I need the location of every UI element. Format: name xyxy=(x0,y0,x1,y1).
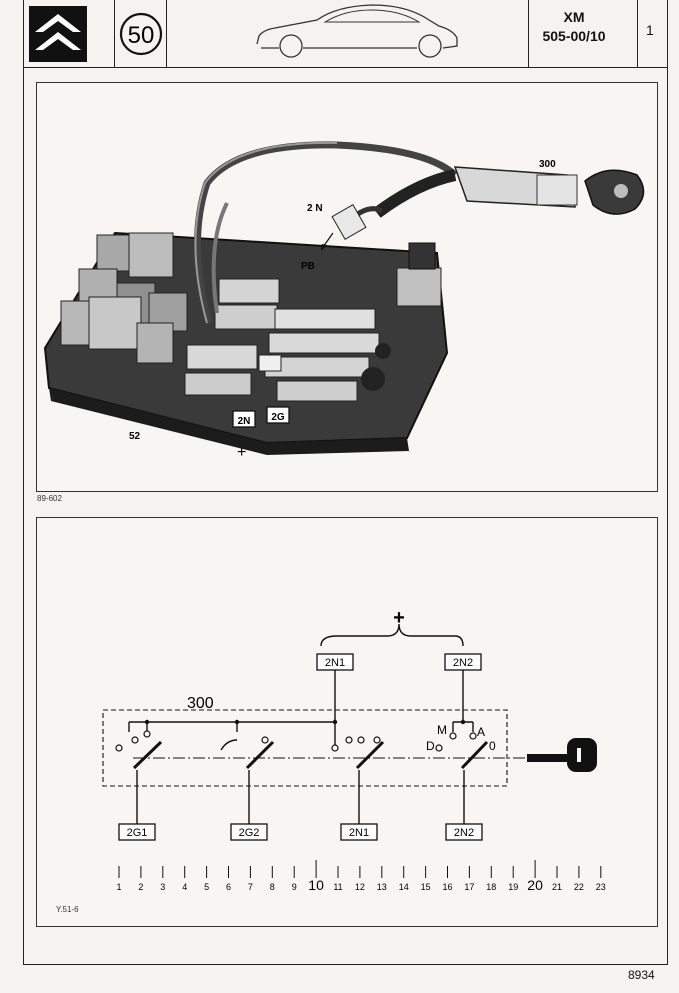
scale-label: 9 xyxy=(292,882,297,892)
position-d: D xyxy=(426,739,435,753)
fuse-box-photo: 2N 2G 300 2 N PB 52 + xyxy=(43,141,645,461)
section-cell: 50 xyxy=(115,0,167,68)
box-label: 52 xyxy=(129,431,141,442)
svg-text:2G1: 2G1 xyxy=(127,827,148,839)
position-0: 0 xyxy=(489,739,496,753)
connector-2n2-bottom: 2N2 xyxy=(445,823,483,841)
diagram-figure-ref: Y.51-6 xyxy=(56,905,79,914)
svg-text:2N1: 2N1 xyxy=(349,827,369,839)
ignition-key-icon xyxy=(527,738,597,772)
header: 50 XM 505-00/10 1 xyxy=(23,0,668,68)
scale-label: 14 xyxy=(399,882,409,892)
connector-2g2: 2G2 xyxy=(230,823,268,841)
car-cell xyxy=(167,0,529,68)
scale-label: 21 xyxy=(552,882,562,892)
model-cell xyxy=(529,0,638,68)
scale-label: 5 xyxy=(204,882,209,892)
scale-label: 2 xyxy=(138,882,143,892)
scale-label: 4 xyxy=(182,882,187,892)
scale-label: 17 xyxy=(464,882,474,892)
connector-2n1-top: 2N1 xyxy=(316,653,354,671)
scale-label: 8 xyxy=(270,882,275,892)
car-silhouette-icon xyxy=(256,4,458,58)
position-m: M xyxy=(437,723,447,737)
svg-text:2N2: 2N2 xyxy=(454,827,474,839)
wiring-diagram: + 300 M A D 0 2N1 2N2 2G1 2G2 2N1 2N2 xyxy=(102,607,606,893)
photo-panel: 2N 2G 300 2 N PB 52 + xyxy=(36,82,658,492)
tag-2g: 2G xyxy=(271,412,285,423)
scale-label: 22 xyxy=(574,882,584,892)
scale-label: 11 xyxy=(333,882,342,892)
page-frame xyxy=(23,0,668,965)
scale-label: 3 xyxy=(160,882,165,892)
document-reference: 505-00/10 xyxy=(542,28,606,44)
position-a: A xyxy=(477,725,485,739)
scale-label: 1 xyxy=(116,882,121,892)
pb-label: PB xyxy=(301,261,315,272)
scale-label: 6 xyxy=(226,882,231,892)
scale-label: 20 xyxy=(527,877,543,893)
scale-label: 16 xyxy=(442,882,452,892)
switch-label: 300 xyxy=(187,695,214,712)
svg-text:2G2: 2G2 xyxy=(239,827,260,839)
scale-label: 10 xyxy=(308,877,324,893)
connector-2n2-top: 2N2 xyxy=(444,653,482,671)
brand-cell xyxy=(23,0,115,68)
scale-label: 12 xyxy=(355,882,365,892)
scale-label: 15 xyxy=(421,882,431,892)
svg-text:2N1: 2N1 xyxy=(325,657,345,669)
photo-figure-ref: 89-602 xyxy=(37,494,62,503)
scale-label: 18 xyxy=(486,882,496,892)
scale-label: 19 xyxy=(508,882,518,892)
connector-2g1: 2G1 xyxy=(118,823,156,841)
supply-plus: + xyxy=(393,607,405,629)
citroen-logo xyxy=(29,6,87,62)
switch-label: 300 xyxy=(539,159,556,170)
svg-text:2N2: 2N2 xyxy=(453,657,473,669)
scale-label: 23 xyxy=(596,882,606,892)
wiring-diagram-panel: + 300 M A D 0 2N1 2N2 2G1 2G2 2N1 2N2 xyxy=(36,517,658,927)
model-reference: XM 505-00/10 xyxy=(509,8,639,46)
connector-2n1-bottom: 2N1 xyxy=(340,823,378,841)
section-number: 50 xyxy=(128,22,155,49)
model-name: XM xyxy=(563,9,585,25)
connector-label: 2 N xyxy=(307,203,323,214)
section-number-badge: 50 xyxy=(119,12,163,56)
sheet-number: 1 xyxy=(646,22,654,38)
scale-label: 13 xyxy=(377,882,387,892)
page-reference: 8934 xyxy=(628,968,655,982)
scale-label: 7 xyxy=(248,882,253,892)
tag-2n: 2N xyxy=(238,416,251,427)
plus-symbol: + xyxy=(237,444,246,461)
